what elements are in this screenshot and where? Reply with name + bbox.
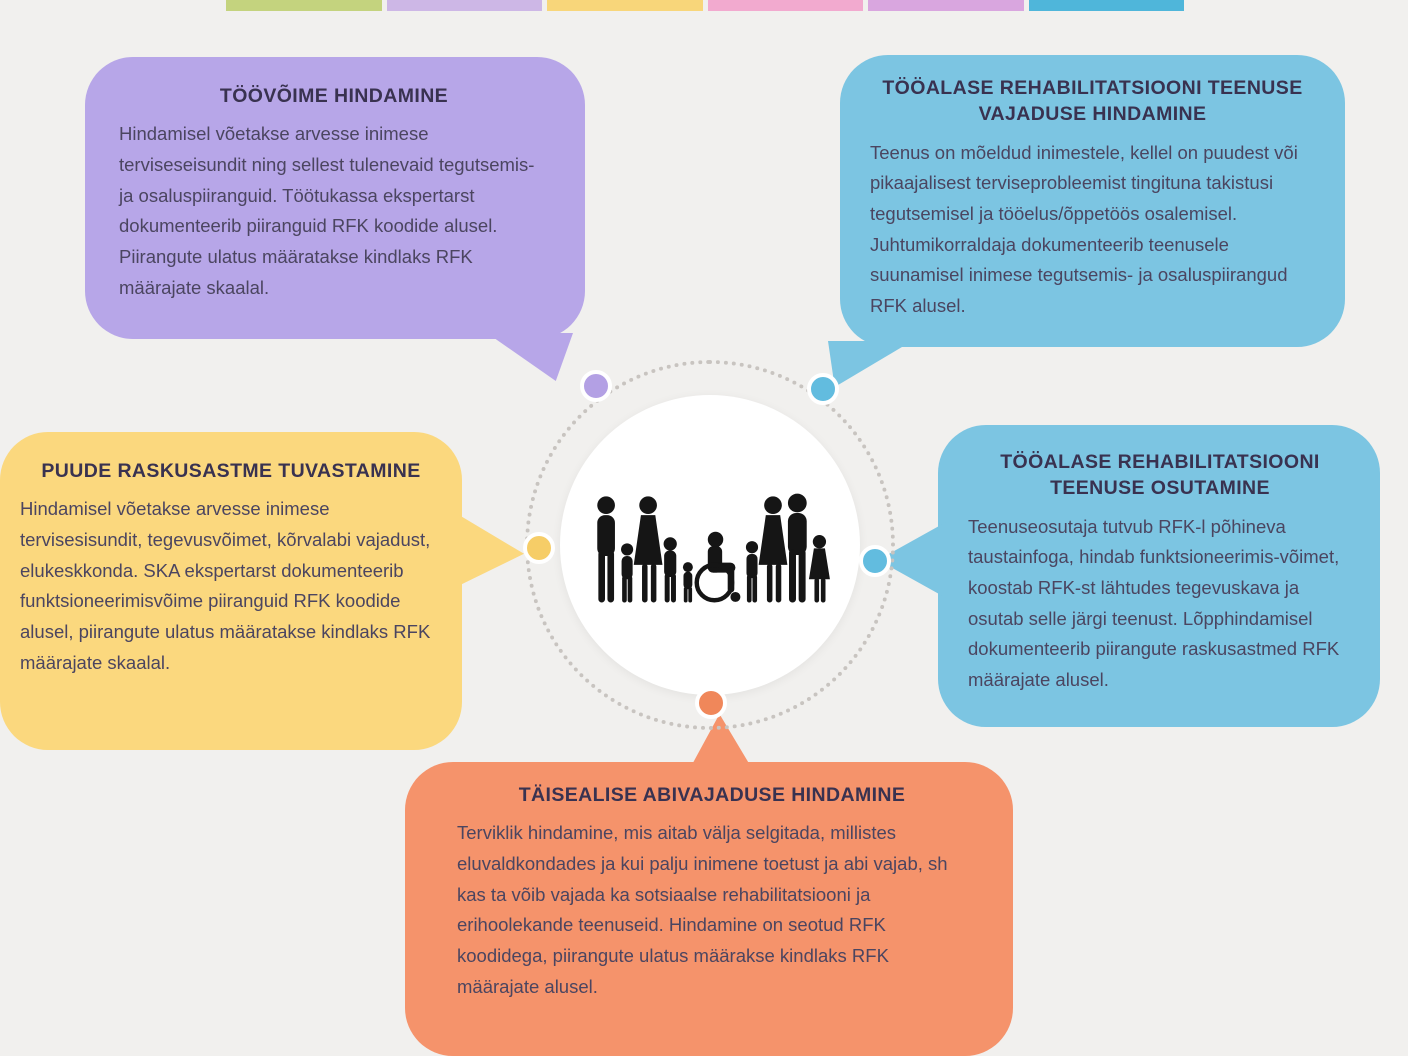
bubble-title: TÖÖALASE REHABILITATSIOONI TEENUSE OSUTA…: [1000, 451, 1320, 500]
bubble-taisealise-abivajaduse-hindamine: TÄISEALISE ABIVAJADUSE HINDAMINE Tervikl…: [405, 714, 1013, 1056]
color-segment-orchid: [868, 0, 1024, 11]
node-dot-toovoime: [580, 370, 612, 402]
bubble-body: Hindamisel võetakse arvesse inimese terv…: [119, 123, 535, 298]
bubble-body: Teenus on mõeldud inimestele, kellel on …: [870, 141, 1298, 317]
node-dot-rehab-osutamine: [859, 545, 891, 577]
top-color-bar: [226, 0, 1184, 11]
bubble-body: Teenuseosutaja tutvub RFK-l põhineva tau…: [968, 515, 1340, 691]
node-dot-abivajadus: [695, 687, 727, 719]
bubble-tail: [828, 341, 912, 387]
bubble-tail: [454, 512, 524, 588]
bubble-rehabilitatsiooni-vajaduse-hindamine: TÖÖALASE REHABILITATSIOONI TEENUSE VAJAD…: [828, 55, 1345, 387]
bubble-body: Terviklik hindamine, mis aitab välja sel…: [457, 822, 948, 997]
bubble-tail: [487, 333, 573, 381]
bubble-title: TÄISEALISE ABIVAJADUSE HINDAMINE: [518, 784, 906, 806]
color-segment-yellow: [547, 0, 703, 11]
color-segment-green: [226, 0, 382, 11]
node-dot-puue: [523, 532, 555, 564]
bubble-rehabilitatsiooni-teenuse-osutamine: TÖÖALASE REHABILITATSIOONI TEENUSE OSUTA…: [878, 425, 1380, 727]
bubble-puude-raskusastme-tuvastamine: PUUDE RASKUSASTME TUVASTAMINE Hindamisel…: [0, 432, 524, 750]
center-circle: [560, 395, 860, 695]
bubble-title: PUUDE RASKUSASTME TUVASTAMINE: [41, 460, 421, 482]
node-dot-rehab-vajadus: [807, 373, 839, 405]
bubble-body: Hindamisel võetakse arvesse inimese terv…: [20, 498, 431, 673]
bubble-title: TÖÖALASE REHABILITATSIOONI TEENUSE VAJAD…: [882, 77, 1303, 126]
family-silhouette-icon: [597, 493, 830, 603]
bubble-toovoime-hindamine: TÖÖVÕIME HINDAMINE Hindamisel võetakse a…: [85, 57, 585, 381]
bubble-title: TÖÖVÕIME HINDAMINE: [219, 85, 449, 107]
color-segment-blue: [1028, 0, 1184, 11]
color-segment-lavender: [386, 0, 542, 11]
color-segment-pink: [707, 0, 863, 11]
